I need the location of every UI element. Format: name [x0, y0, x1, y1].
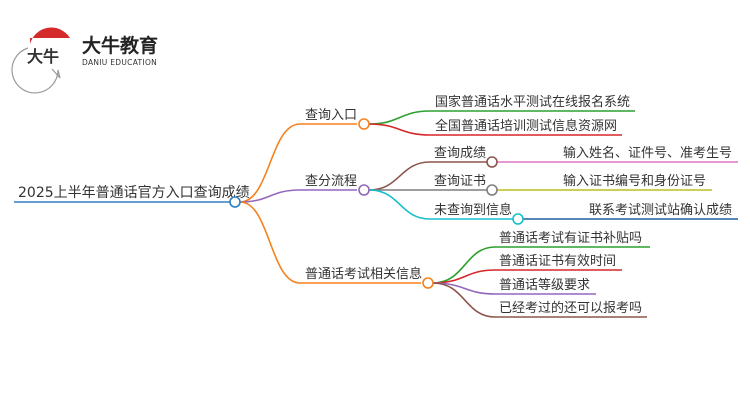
logo-red-arc-icon — [30, 27, 70, 44]
connector-branch-1 — [239, 123, 357, 203]
root-topic[interactable]: 2025上半年普通话官方入口查询成绩 — [18, 185, 250, 201]
connector-leaf — [368, 123, 622, 136]
leaf-node-toggle[interactable] — [486, 184, 498, 196]
branch-label[interactable]: 普通话考试相关信息 — [305, 266, 422, 282]
leaf-label[interactable]: 国家普通话水平测试在线报名系统 — [435, 94, 630, 110]
leaf-label[interactable]: 普通话等级要求 — [499, 277, 590, 293]
logo-subtitle: DANIU EDUCATION — [82, 58, 157, 67]
connector-leaf — [368, 110, 635, 125]
connector-branch-2 — [239, 189, 357, 203]
leaf-label[interactable]: 查询成绩 — [434, 146, 486, 161]
connector-leaf — [368, 189, 513, 220]
leaf-label[interactable]: 未查询到信息 — [434, 202, 512, 218]
detail-label[interactable]: 输入姓名、证件号、准考生号 — [563, 145, 732, 161]
leaf-node-toggle[interactable] — [512, 213, 524, 225]
detail-label[interactable]: 联系考试测试站确认成绩 — [589, 203, 732, 218]
logo: 大牛 大牛教育 DANIU EDUCATION — [11, 27, 158, 94]
branch-node-toggle[interactable] — [358, 184, 370, 196]
logo-name: 大牛教育 — [82, 34, 158, 57]
connector-leaf — [368, 161, 487, 191]
branch-label[interactable]: 查询入口 — [305, 108, 357, 123]
leaf-label[interactable]: 全国普通话培训测试信息资源网 — [435, 118, 617, 134]
connector-leaf — [432, 269, 622, 284]
leaf-label[interactable]: 普通话考试有证书补贴吗 — [499, 231, 642, 246]
connector-leaf — [432, 282, 647, 318]
leaf-label[interactable]: 已经考过的还可以报考吗 — [499, 300, 642, 316]
connector-leaf — [432, 246, 650, 284]
root-node-toggle[interactable] — [229, 196, 241, 208]
leaf-label[interactable]: 普通话证书有效时间 — [499, 254, 616, 269]
leaf-label[interactable]: 查询证书 — [434, 174, 486, 189]
logo-bubble-icon — [11, 47, 61, 94]
detail-label[interactable]: 输入证书编号和身份证号 — [563, 173, 706, 189]
branch-node-toggle[interactable] — [422, 277, 434, 289]
connector-branch-3 — [239, 201, 421, 284]
branch-label[interactable]: 查分流程 — [305, 174, 357, 189]
leaf-node-toggle[interactable] — [486, 156, 498, 168]
branch-node-toggle[interactable] — [358, 118, 370, 130]
logo-mark: 大牛 — [27, 47, 59, 66]
